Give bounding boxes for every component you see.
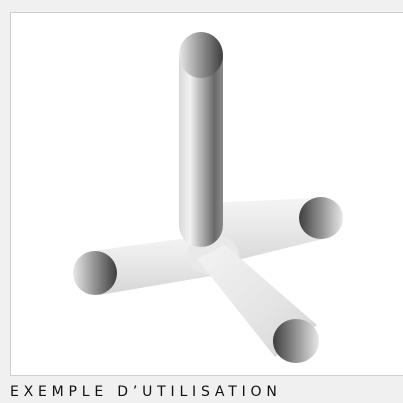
caption-text: EXEMPLE D’UTILISATION [10,381,403,403]
tube-end-cap [73,251,117,295]
tube-end-cap [179,32,223,78]
tube-front [197,245,319,363]
tube-vertical [179,32,223,247]
tube-end-cap [299,197,343,239]
illustration-frame [10,12,403,376]
tubular-junction-illustration [11,13,403,377]
tube-end-cap [273,319,319,363]
